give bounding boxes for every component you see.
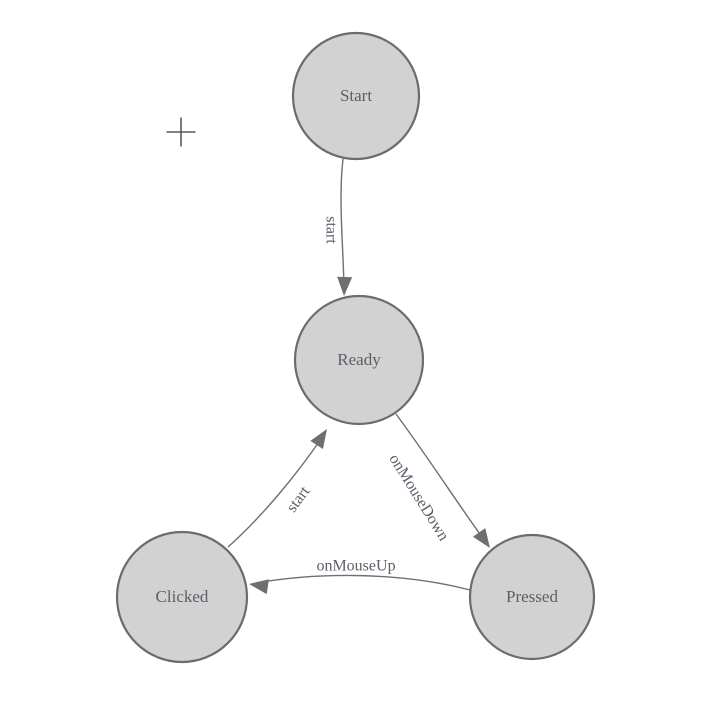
edge-pressed-to-clicked [255,574,471,591]
node-label-start: Start [340,86,372,105]
edge-start-to-ready [340,158,345,293]
arrowhead-start-to-ready [337,276,353,296]
crosshair-plus-icon[interactable] [166,117,196,147]
node-label-ready: Ready [337,350,381,369]
arrowhead-ready-to-pressed [472,528,490,548]
state-node-ready[interactable]: Ready [293,294,425,426]
node-circle-ready[interactable] [293,294,425,426]
node-circle-start[interactable] [291,31,421,161]
edge-ready-to-pressed [395,413,486,542]
node-circle-clicked[interactable] [115,530,249,664]
node-circle-pressed[interactable] [468,533,596,661]
edge-label-pressed-to-clicked: onMouseUp [316,558,395,575]
edge-label-start-to-ready: start [322,216,339,244]
edge-label-clicked-to-ready: start [283,483,313,516]
arrowhead-clicked-to-ready [310,429,327,450]
crosshair-layer [166,117,196,147]
node-label-clicked: Clicked [156,587,209,606]
edge-clicked-to-ready [227,435,324,548]
arrowhead-pressed-to-clicked [249,579,269,595]
arrowheads-layer [249,276,490,595]
state-node-pressed[interactable]: Pressed [468,533,596,661]
edge-label-ready-to-pressed: onMouseDown [385,451,452,544]
node-label-pressed: Pressed [506,587,558,606]
state-node-clicked[interactable]: Clicked [115,530,249,664]
state-node-start[interactable]: Start [291,31,421,161]
